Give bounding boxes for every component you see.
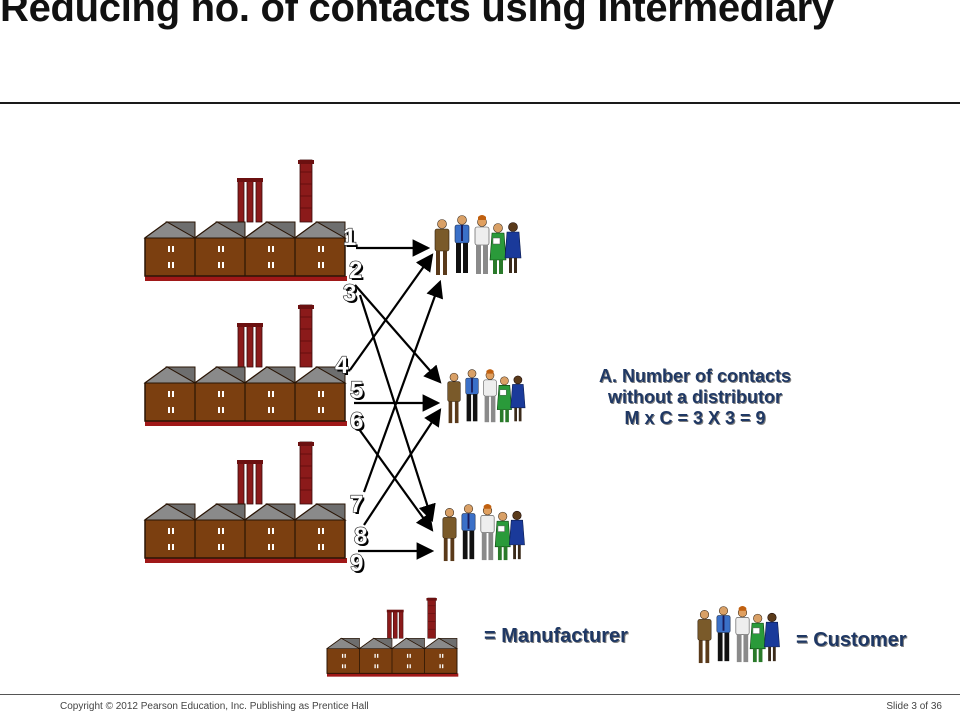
contact-arrow-3	[358, 294, 436, 523]
contact-arrow-4	[349, 253, 434, 371]
contact-arrow-7	[362, 279, 444, 493]
contact-number-2-shadow: 2	[351, 259, 364, 286]
contact-number-3: 3	[343, 280, 356, 307]
contact-number-3-shadow: 3	[345, 282, 358, 309]
explanation-formula: M x C = 3 X 3 = 9	[624, 408, 766, 428]
explanation-line-1: A. Number of contacts	[598, 366, 792, 386]
customer-group-icon-1	[434, 214, 522, 276]
contact-number-8: 8	[354, 523, 367, 550]
manufacturer-icon-3	[144, 441, 348, 564]
legend-customer-group-icon	[697, 605, 781, 664]
customer-group-icon-3	[442, 503, 526, 562]
explanation-line-2: without a distributor	[608, 387, 782, 407]
contact-number-2: 2	[349, 257, 362, 284]
footer-slide-number: Slide 3 of 36	[886, 701, 942, 712]
contact-number-7-shadow: 7	[352, 493, 365, 520]
slide-title: Reducing no. of contacts using Intermedi…	[0, 0, 834, 30]
legend-factory-icon	[326, 597, 459, 678]
footer-divider	[0, 694, 960, 695]
contact-number-8-shadow: 8	[356, 525, 369, 552]
legend-manufacturer-label: = Manufacturer	[484, 625, 628, 647]
customer-group-icon-2	[447, 368, 526, 424]
contact-number-1-shadow: 1	[345, 226, 358, 253]
contact-arrow-2	[354, 284, 442, 384]
manufacturer-icon-1	[144, 159, 348, 282]
contact-number-6: 6	[350, 408, 363, 435]
contact-number-7: 7	[350, 491, 363, 518]
contact-arrow-6	[355, 424, 434, 532]
contact-number-6-shadow: 6	[352, 410, 365, 437]
footer-copyright: Copyright © 2012 Pearson Education, Inc.…	[60, 701, 369, 712]
contact-number-9: 9	[350, 550, 363, 577]
title-divider	[0, 102, 960, 104]
legend-customer-label: = Customer	[796, 629, 907, 651]
contact-number-5-shadow: 5	[352, 379, 365, 406]
contacts-explanation: A. Number of contacts without a distribu…	[540, 366, 850, 429]
contact-number-9-shadow: 9	[352, 552, 365, 579]
contact-number-1: 1	[343, 224, 356, 251]
contact-number-4-shadow: 4	[337, 354, 351, 381]
manufacturer-icon-2	[144, 304, 348, 427]
contact-arrow-8	[363, 408, 442, 526]
contact-number-4: 4	[335, 352, 349, 379]
contact-number-5: 5	[350, 377, 363, 404]
